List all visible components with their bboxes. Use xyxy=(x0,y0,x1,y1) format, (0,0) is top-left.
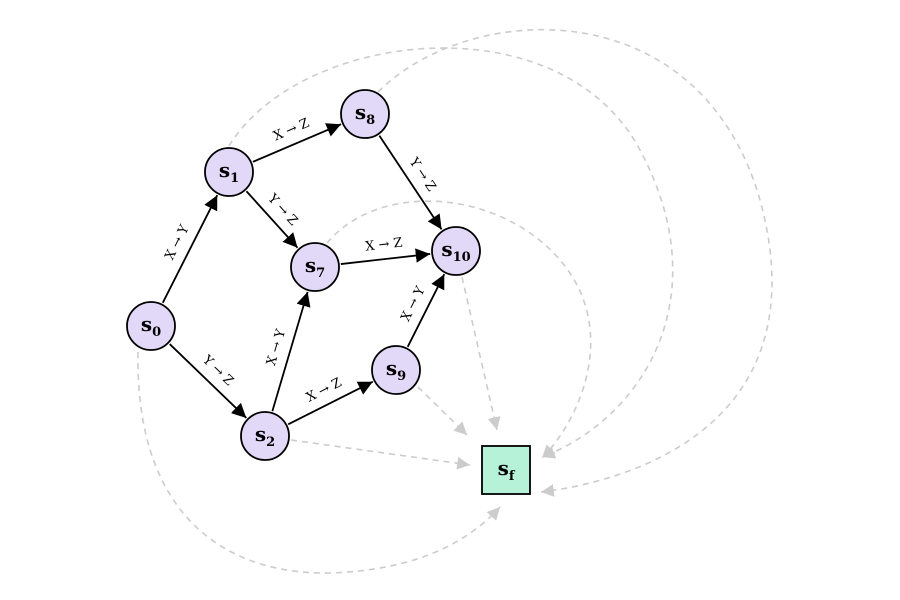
edge-label-s0-s1: X → Y xyxy=(162,222,192,262)
state-node-s8: s8 xyxy=(340,89,390,139)
state-circle xyxy=(240,411,290,461)
dashed-edge-s0-sf xyxy=(137,351,501,574)
edge-s1-s7 xyxy=(245,190,299,249)
state-label-subscript: 7 xyxy=(316,266,325,281)
dashed-edge-s1-sf xyxy=(228,47,674,459)
state-node-s10: s10 xyxy=(431,226,481,276)
edge-s9-s10 xyxy=(406,273,446,348)
edge-label-s8-s10: Y → Z xyxy=(405,154,438,194)
state-label-subscript: f xyxy=(509,469,516,484)
edge-s1-s8 xyxy=(252,123,342,163)
state-node-s1: s1 xyxy=(204,147,254,197)
state-label-subscript: 10 xyxy=(453,250,471,265)
edge-label-s9-s10: X → Y xyxy=(398,284,428,324)
state-label-subscript: 9 xyxy=(397,369,406,384)
state-node-sf: sf xyxy=(481,445,531,495)
state-node-s7: s7 xyxy=(290,242,340,292)
state-circle xyxy=(126,301,176,351)
edge-s2-s7 xyxy=(271,291,311,412)
edge-label-s1-s7: Y → Z xyxy=(264,191,300,229)
edge-label-s2-s9: X → Z xyxy=(304,375,344,405)
state-label-subscript: 2 xyxy=(266,435,275,450)
edge-label-s2-s7: X → Y xyxy=(264,327,289,367)
edge-label-s7-s10: X → Z xyxy=(364,236,403,255)
state-node-s0: s0 xyxy=(126,301,176,351)
dashed-edge-s9-sf xyxy=(417,386,468,436)
state-node-s2: s2 xyxy=(240,411,290,461)
state-label-subscript: 1 xyxy=(230,171,239,186)
state-circle xyxy=(290,242,340,292)
state-circle xyxy=(204,147,254,197)
edge-s8-s10 xyxy=(378,135,443,230)
state-label-subscript: 0 xyxy=(152,325,161,340)
edge-s0-s1 xyxy=(161,194,219,304)
state-circle xyxy=(340,89,390,139)
edge-s7-s10 xyxy=(340,248,431,265)
dashed-edge-s8-sf xyxy=(377,28,773,497)
edge-s2-s9 xyxy=(287,380,374,426)
state-circle xyxy=(371,345,421,395)
edge-label-s0-s2: Y → Z xyxy=(199,352,237,389)
dashed-edge-s10-sf xyxy=(461,276,501,431)
state-label-subscript: 8 xyxy=(366,113,375,128)
state-node-s9: s9 xyxy=(371,345,421,395)
state-circle xyxy=(431,226,481,276)
edge-s0-s2 xyxy=(169,343,247,419)
final-state-box xyxy=(481,445,531,495)
dashed-edge-s2-sf xyxy=(290,439,471,470)
